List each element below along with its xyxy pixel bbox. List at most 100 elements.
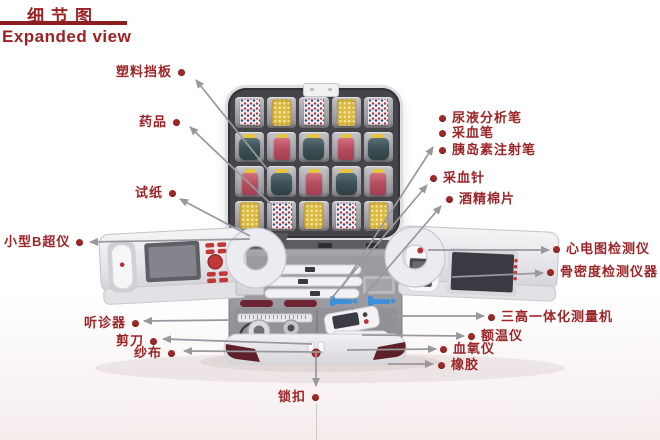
label-dot <box>439 129 446 137</box>
lid-cell <box>299 166 329 197</box>
leader-b-ultrasound <box>89 237 251 246</box>
label-scissors-text: 剪刀 <box>116 333 145 348</box>
label-lock-text: 锁扣 <box>278 389 307 404</box>
label-dot <box>168 349 176 357</box>
label-b-ultrasound-text: 小型B超仪 <box>4 234 71 249</box>
label-blood-pen: 采血笔 <box>439 125 494 141</box>
title-underline <box>0 21 127 25</box>
label-ecg-text: 心电图检测仪 <box>566 241 651 256</box>
left-screen <box>144 240 201 283</box>
leader-bone-density <box>451 269 544 278</box>
leader-medicine <box>189 126 273 206</box>
lid-cell <box>267 131 297 162</box>
label-three-high: 三高一体化测量机 <box>488 309 613 325</box>
lid-cell <box>331 131 361 162</box>
yellow-pack-item <box>336 98 356 126</box>
ultrasound-probe <box>107 240 138 293</box>
label-plastic-baffle-text: 塑料挡板 <box>116 64 173 79</box>
label-forehead-thermometer: 额温仪 <box>468 328 523 344</box>
pill-blister-item <box>303 99 324 126</box>
leader-scissors <box>162 335 313 345</box>
teal-jar-item <box>303 138 325 161</box>
label-medicine-text: 药品 <box>139 114 168 129</box>
leader-stethoscope <box>143 316 234 325</box>
label-insulin-pen-text: 胰岛素注射笔 <box>452 142 537 157</box>
left-hinge-arm <box>225 227 287 289</box>
label-dot <box>438 361 445 369</box>
label-lock: 锁扣 <box>278 389 320 405</box>
leader-oximeter <box>346 345 437 354</box>
leader-gauze <box>183 347 323 356</box>
label-dot <box>439 114 446 122</box>
label-dot <box>468 332 475 340</box>
leader-pens <box>341 146 434 288</box>
label-dot <box>440 345 447 353</box>
alcohol-pad-slots <box>240 300 317 307</box>
red-bottle-item <box>370 172 387 195</box>
label-dot <box>169 189 177 197</box>
label-ecg: 心电图检测仪 <box>553 241 650 257</box>
label-forehead-thermometer-text: 额温仪 <box>481 328 524 343</box>
lid-cell <box>363 131 393 162</box>
pill-blister-item <box>239 99 260 126</box>
pill-blister-item <box>336 202 357 229</box>
lid-cell <box>299 97 329 128</box>
lid-cell <box>331 200 361 231</box>
label-dot <box>446 195 453 203</box>
label-blood-needle-text: 采血针 <box>443 170 486 185</box>
lid-cell <box>299 200 329 231</box>
label-blood-pen-text: 采血笔 <box>452 125 495 140</box>
label-oximeter: 血氧仪 <box>440 341 495 357</box>
ecg-screen <box>446 247 519 297</box>
label-dot <box>76 238 84 246</box>
label-scissors: 剪刀 <box>116 333 158 349</box>
glucose-meter-item <box>323 305 380 336</box>
lid-cell <box>299 131 329 162</box>
red-bottle-item <box>305 172 322 195</box>
label-insulin-pen: 胰岛素注射笔 <box>439 142 536 158</box>
label-bone-density: 骨密度检测仪器 <box>547 264 658 280</box>
label-urine-pen-text: 尿液分析笔 <box>452 110 523 125</box>
lid-cell <box>363 97 393 128</box>
label-b-ultrasound: 小型B超仪 <box>4 234 84 250</box>
leader-test-strips <box>179 198 251 237</box>
label-gauze: 纱布 <box>134 345 176 361</box>
label-stethoscope-text: 听诊器 <box>84 315 127 330</box>
label-test-strips: 试纸 <box>135 185 177 201</box>
label-alcohol-pads-text: 酒精棉片 <box>459 191 516 206</box>
label-urine-pen: 尿液分析笔 <box>439 110 522 126</box>
teal-jar-item <box>271 172 293 195</box>
label-oximeter-text: 血氧仪 <box>453 341 496 356</box>
label-three-high-text: 三高一体化测量机 <box>501 309 614 324</box>
lid-handle <box>303 83 339 97</box>
leader-forehead-thermometer <box>361 331 465 340</box>
label-dot <box>173 118 181 126</box>
label-gauze-text: 纱布 <box>134 345 163 360</box>
label-test-strips-text: 试纸 <box>135 185 164 200</box>
label-dot <box>488 313 495 321</box>
label-dot <box>430 174 437 182</box>
pill-blister-item <box>271 202 292 229</box>
lid-cell <box>331 166 361 197</box>
label-dot <box>312 393 320 401</box>
label-stethoscope: 听诊器 <box>84 315 140 331</box>
label-rubber-text: 橡胶 <box>451 357 480 372</box>
red-bottle-item <box>338 138 355 161</box>
label-dot <box>150 337 158 345</box>
teal-jar-item <box>367 138 389 161</box>
label-dot <box>553 245 560 253</box>
label-plastic-baffle: 塑料挡板 <box>116 64 186 80</box>
leader-alcohol-pads <box>351 205 442 311</box>
red-bottle-item <box>273 138 290 161</box>
leader-plastic-baffle <box>195 79 269 171</box>
label-medicine: 药品 <box>139 114 181 130</box>
label-dot <box>439 146 446 154</box>
lid-cell <box>267 97 297 128</box>
label-alcohol-pads: 酒精棉片 <box>446 191 515 207</box>
lid-cell <box>331 97 361 128</box>
left-device-panel <box>98 227 248 305</box>
page-subtitle: Expanded view <box>2 27 132 46</box>
